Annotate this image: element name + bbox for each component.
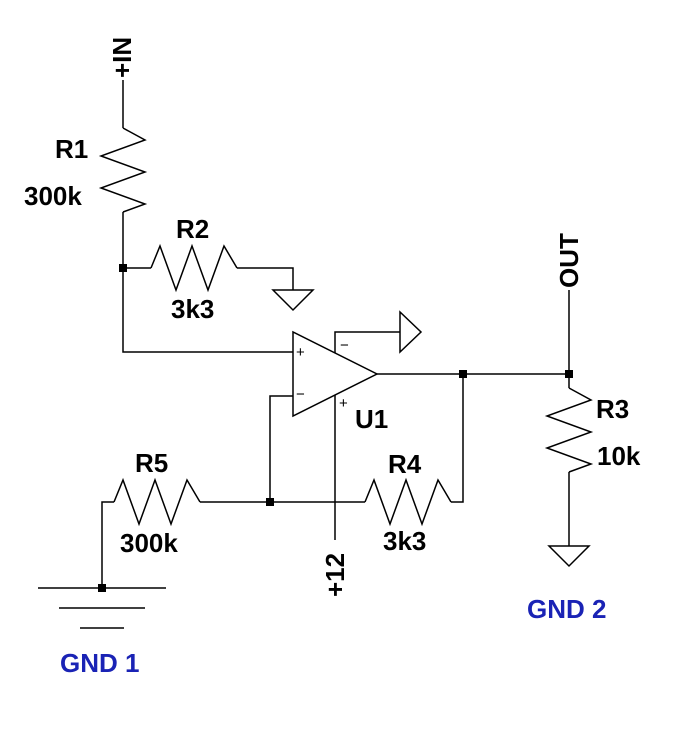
resistor-r4 (364, 477, 452, 527)
resistor-r3 (544, 387, 594, 473)
resistor-r1 (98, 127, 148, 213)
gnd1-label: GND 1 (60, 648, 139, 678)
r3-value-label: 10k (597, 441, 641, 471)
resistor-r2 (150, 243, 238, 293)
r4-value-label: 3k3 (383, 526, 426, 556)
wire-r2-to-ground (237, 267, 294, 290)
r1-ref-label: R1 (55, 134, 88, 164)
ground-icon-gnd2 (547, 545, 591, 568)
ground-icon-r2 (271, 289, 315, 312)
wire-node-to-opamp-plus (122, 268, 293, 353)
wire-r5-to-gnd1 (101, 501, 114, 588)
r3-ref-label: R3 (596, 394, 629, 424)
gnd2-label: GND 2 (527, 594, 606, 624)
r4-ref-label: R4 (388, 449, 422, 479)
r5-ref-label: R5 (135, 448, 168, 478)
supply-net-label: +12 (320, 553, 350, 597)
r1-value-label: 300k (24, 181, 82, 211)
ground-icon-vneg (399, 310, 423, 354)
wire-opamp-minus-to-node (269, 395, 293, 502)
r2-value-label: 3k3 (171, 294, 214, 324)
wire-r4-to-output (451, 374, 464, 503)
input-net-label: +IN (107, 37, 137, 78)
u1-ref-label: U1 (355, 404, 388, 434)
r2-ref-label: R2 (176, 214, 209, 244)
output-net-label: OUT (554, 233, 584, 288)
opamp-supply-minus-label: − (340, 337, 349, 354)
resistor-r5 (113, 477, 201, 527)
opamp-minus-pin-label: − (296, 386, 305, 403)
wire-opamp-vneg (334, 331, 400, 353)
opamp-plus-pin-label: + (296, 344, 305, 361)
opamp-supply-plus-label: + (339, 395, 348, 412)
r5-value-label: 300k (120, 528, 178, 558)
